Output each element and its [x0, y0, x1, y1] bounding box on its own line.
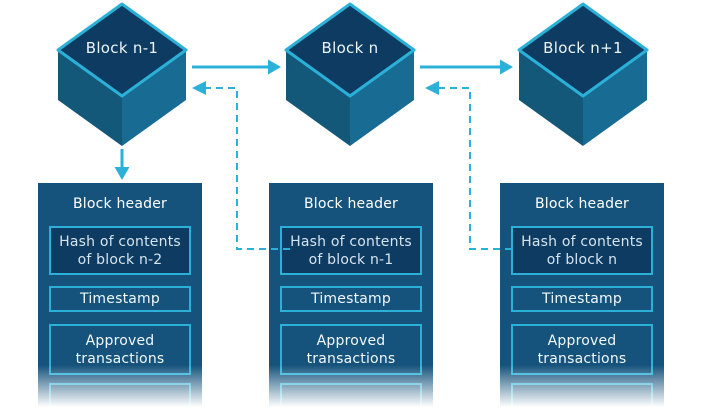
- panel-title: Block header: [303, 196, 399, 212]
- block-header-panel-n-1: Block header Hash of contents of block n…: [38, 183, 202, 420]
- timestamp-box: Timestamp: [280, 286, 422, 312]
- hash-line-1: Hash of contents: [521, 233, 643, 250]
- cube-top-face: [56, 2, 188, 98]
- block-header-panel-n: Block header Hash of contents of block n…: [269, 183, 433, 420]
- hash-line-1: Hash of contents: [59, 233, 181, 250]
- block-cube-n-1: Block n-1: [56, 2, 188, 146]
- approved-transactions-box: Approved transactions: [280, 324, 422, 375]
- hash-of-contents-box: Hash of contents of block n-1: [280, 226, 422, 275]
- timestamp-box: Timestamp: [511, 286, 653, 312]
- left-arrowhead-icon: [425, 81, 439, 95]
- truncated-box: [49, 383, 191, 420]
- approved-transactions-box: Approved transactions: [511, 324, 653, 375]
- chain-arrow-n-to-n-plus-1: [420, 59, 513, 75]
- block-to-header-arrow: [114, 149, 130, 180]
- approved-transactions-box: Approved transactions: [49, 324, 191, 375]
- cube-right-face: [583, 50, 647, 146]
- panel-title: Block header: [72, 196, 168, 212]
- block-cube-n-plus-1: Block n+1: [517, 2, 649, 146]
- hash-reference-arrow-to-block-n: [425, 81, 512, 250]
- cube-label: Block n: [322, 39, 379, 57]
- cube-right-face: [350, 50, 414, 146]
- hash-of-contents-box: Hash of contents of block n: [511, 226, 653, 275]
- cube-right-face: [122, 50, 186, 146]
- cube-label: Block n-1: [86, 39, 159, 57]
- cube-left-face: [519, 50, 583, 146]
- block-header-panel-n-plus-1: Block header Hash of contents of block n…: [500, 183, 664, 420]
- hash-line-2: of block n-2: [77, 251, 163, 268]
- chain-arrow-n-1-to-n: [192, 59, 281, 75]
- cube-left-face: [58, 50, 122, 146]
- cube-left-face: [286, 50, 350, 146]
- hash-of-contents-box: Hash of contents of block n-2: [49, 226, 191, 275]
- right-arrowhead-icon: [268, 59, 281, 75]
- left-arrowhead-icon: [192, 81, 206, 95]
- down-arrowhead-icon: [114, 167, 130, 180]
- hash-line-2: of block n-1: [308, 251, 394, 268]
- panel-title: Block header: [534, 196, 630, 212]
- truncated-box: [280, 383, 422, 420]
- block-cube-n: Block n: [284, 2, 416, 146]
- right-arrowhead-icon: [500, 59, 513, 75]
- timestamp-box: Timestamp: [49, 286, 191, 312]
- cube-label: Block n+1: [543, 39, 623, 57]
- truncated-box: [511, 383, 653, 420]
- hash-line-2: of block n: [546, 251, 618, 268]
- cube-top-face: [284, 2, 416, 98]
- hash-line-1: Hash of contents: [290, 233, 412, 250]
- cube-top-face: [517, 2, 649, 98]
